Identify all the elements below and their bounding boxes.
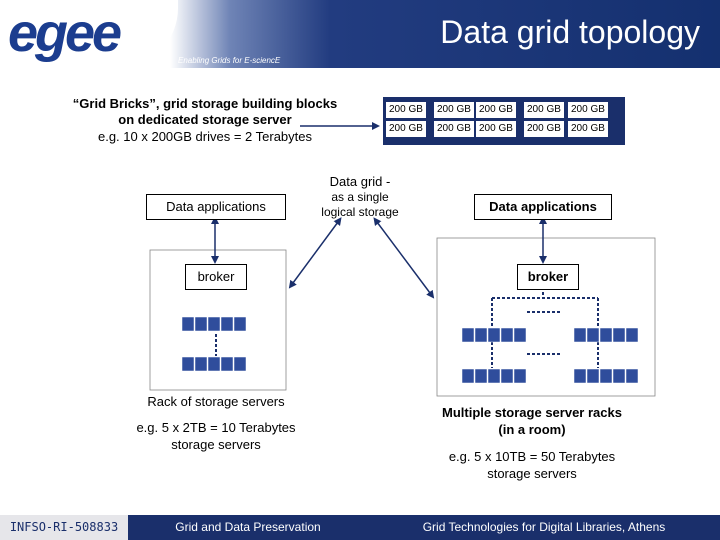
slide-title: Data grid topology (440, 14, 700, 50)
data-grid-sub1: as a single (331, 190, 389, 204)
right-racks-title2: (in a room) (498, 422, 566, 437)
storage-cell: 200 GB (524, 102, 564, 118)
right-data-applications-box: Data applications (474, 194, 612, 220)
storage-cell: 200 GB (524, 121, 564, 137)
storage-cell: 200 GB (476, 121, 516, 137)
data-grid-title: Data grid - (329, 174, 391, 189)
footer-project-id: INFSO-RI-508833 (0, 515, 128, 540)
left-diagonal-arrow (288, 217, 342, 289)
left-broker-box: broker (185, 264, 247, 290)
storage-cell: 200 GB (434, 121, 474, 137)
server-rack-right-2 (573, 327, 639, 343)
data-grid-sub2: logical storage (321, 205, 399, 219)
right-broker-connectors (491, 292, 599, 368)
left-rack-note2: storage servers (171, 437, 261, 452)
left-data-applications-box: Data applications (146, 194, 286, 220)
bricks-line1: “Grid Bricks”, grid storage building blo… (72, 96, 338, 111)
footer-middle-text: Grid and Data Preservation (128, 515, 368, 540)
left-rack-note1: e.g. 5 x 2TB = 10 Terabytes (136, 420, 296, 435)
right-broker-box: broker (517, 264, 579, 290)
server-rack-right-3 (461, 368, 527, 384)
server-rack-right-4 (573, 368, 639, 384)
storage-brick-panel: 200 GB 200 GB 200 GB 200 GB 200 GB 200 G… (383, 97, 625, 145)
logo-plate (0, 0, 178, 68)
storage-cell: 200 GB (476, 102, 516, 118)
footer-right-text: Grid Technologies for Digital Libraries,… (368, 515, 720, 540)
storage-cell: 200 GB (386, 102, 426, 118)
server-rack-left-top (181, 316, 247, 332)
right-racks-note1: e.g. 5 x 10TB = 50 Terabytes (448, 449, 616, 464)
storage-cell: 200 GB (386, 121, 426, 137)
left-rack-title: Rack of storage servers (147, 394, 285, 409)
bricks-line2: on dedicated storage server (118, 112, 292, 127)
right-diagonal-arrow (373, 217, 435, 299)
storage-cell: 200 GB (568, 121, 608, 137)
storage-cell: 200 GB (568, 102, 608, 118)
server-rack-right-1 (461, 327, 527, 343)
egee-logo: egee (8, 3, 122, 63)
right-racks-title1: Multiple storage server racks (442, 405, 622, 420)
bricks-line3: e.g. 10 x 200GB drives = 2 Terabytes (97, 129, 313, 144)
tagline: Enabling Grids for E-sciencE (178, 56, 281, 65)
right-racks-note2: storage servers (487, 466, 577, 481)
storage-cell: 200 GB (434, 102, 474, 118)
server-rack-left-bottom (181, 356, 247, 372)
